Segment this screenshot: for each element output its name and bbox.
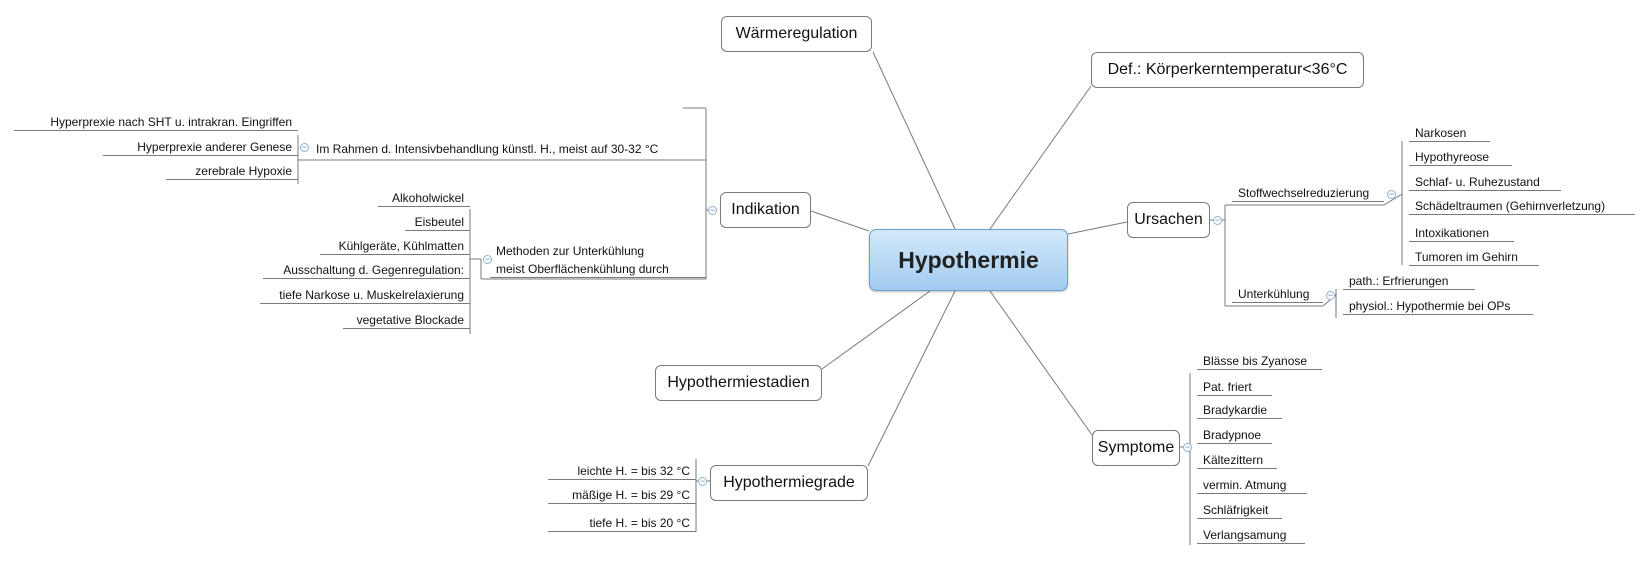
indikation-methode-item[interactable]: Kühlgeräte, Kühlmatten [320,238,470,255]
branch-intensivbehandlung[interactable]: Im Rahmen d. Intensivbehandlung künstl. … [316,142,659,156]
collapse-indikation-icon[interactable]: − [708,205,717,215]
symptom-item[interactable]: Bradykardie [1197,402,1282,419]
grade-item[interactable]: mäßige H. = bis 29 °C [548,487,696,504]
grade-item[interactable]: leichte H. = bis 32 °C [548,463,696,480]
symptom-item[interactable]: Verlangsamung [1197,527,1305,544]
connector-hypothermiestadien [821,290,931,370]
collapse-grade-icon[interactable]: − [698,476,707,486]
indikation-methode-item[interactable]: Eisbeutel [405,214,470,231]
indikation-methode-item[interactable]: vegetative Blockade [343,312,470,329]
connector-ursachen [1067,221,1128,235]
ursachen-item[interactable]: Schädeltraumen (Gehirnverletzung) [1409,198,1635,215]
connector-definition [989,85,1092,230]
branch-methoden-line2[interactable]: meist Oberflächenkühlung durch [490,261,706,278]
branch-unterkuehlung[interactable]: Unterkühlung [1232,286,1323,303]
symptom-item[interactable]: Kältezittern [1197,452,1277,469]
topic-indikation[interactable]: Indikation [720,192,811,228]
central-topic[interactable]: Hypothermie [869,229,1068,291]
symptom-item[interactable]: vermin. Atmung [1197,477,1307,494]
connector-hypothermiegrade [867,290,956,467]
indikation-intensiv-item[interactable]: Hyperprexie anderer Genese [103,139,298,156]
indikation-methode-item[interactable]: tiefe Narkose u. Muskelrelaxierung [260,287,470,304]
branch-methoden-line1[interactable]: Methoden zur Unterkühlung [496,244,645,258]
collapse-methoden-icon[interactable]: − [483,254,492,264]
topic-definition[interactable]: Def.: Körperkerntemperatur<36°C [1091,52,1364,88]
collapse-intensiv-icon[interactable]: − [300,142,309,152]
symptom-item[interactable]: Bradypnoe [1197,427,1272,444]
symptom-item[interactable]: Pat. friert [1197,379,1272,396]
ursachen-item[interactable]: Schlaf- u. Ruhezustand [1409,174,1561,191]
topic-symptome[interactable]: Symptome [1092,430,1180,466]
ursachen-item[interactable]: Narkosen [1409,125,1490,142]
collapse-unterkuehlung-icon[interactable]: − [1326,290,1335,300]
ursachen-item[interactable]: Intoxikationen [1409,225,1514,242]
ursachen-item[interactable]: path.: Erfrierungen [1343,273,1475,290]
topic-hypothermiegrade[interactable]: Hypothermiegrade [710,465,868,501]
topic-hypothermiestadien[interactable]: Hypothermiestadien [655,365,822,401]
ursachen-item[interactable]: Tumoren im Gehirn [1409,249,1539,266]
symptom-item[interactable]: Schläfrigkeit [1197,502,1282,519]
grade-item[interactable]: tiefe H. = bis 20 °C [548,515,696,532]
collapse-stoffwechsel-icon[interactable]: − [1387,189,1396,199]
ursachen-item[interactable]: Hypothyreose [1409,149,1512,166]
ursachen-item[interactable]: physiol.: Hypothermie bei OPs [1343,298,1533,315]
indikation-methode-item[interactable]: Alkoholwickel [378,190,470,207]
indikation-intensiv-item[interactable]: Hyperprexie nach SHT u. intrakran. Eingr… [14,114,298,131]
indikation-methode-item[interactable]: Ausschaltung d. Gegenregulation: [263,262,470,279]
connector-symptome [989,290,1093,436]
topic-waermeregulation[interactable]: Wärmeregulation [721,16,872,52]
topic-ursachen[interactable]: Ursachen [1127,202,1210,238]
symptom-item[interactable]: Blässe bis Zyanose [1197,353,1322,370]
branch-stoffwechselreduzierung[interactable]: Stoffwechselreduzierung [1232,185,1384,202]
connector-waermeregulation [872,51,956,230]
connector-indikation [810,210,870,232]
indikation-intensiv-item[interactable]: zerebrale Hypoxie [166,163,298,180]
collapse-symptome-icon[interactable]: − [1183,442,1192,452]
collapse-ursachen-icon[interactable]: − [1213,215,1222,225]
